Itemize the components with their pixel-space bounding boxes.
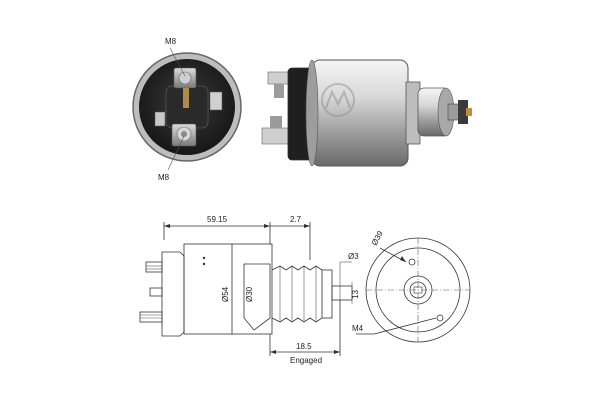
drawing-front-view: Ø39 M4: [352, 229, 471, 343]
spring-icon: [271, 265, 333, 323]
stud-bottom-icon: [139, 311, 163, 323]
stud-top-icon: [145, 261, 163, 273]
dim-plunger-travel: 18.5: [296, 342, 312, 351]
dim-boss-diameter: Ø30: [245, 286, 254, 302]
photo-side-view: [261, 59, 472, 167]
plunger-tip-icon: [458, 100, 472, 124]
dim-overall-length: 59.15: [207, 215, 228, 224]
callout-m8-top: M8: [165, 37, 177, 46]
dim-pin-length: 13: [351, 290, 360, 299]
terminal-bolt-top-icon: [173, 67, 197, 108]
photo-end-view: M8 M8: [132, 37, 242, 182]
mount-hole-top-icon: [408, 258, 416, 266]
callout-m8-bottom: M8: [158, 173, 170, 182]
dim-body-diameter: Ø54: [221, 286, 230, 302]
dim-mount-thread: M4: [352, 324, 364, 333]
dim-travel-note: Engaged: [290, 356, 322, 365]
side-terminal-bottom-icon: [261, 116, 289, 145]
drawing-side-view: 59.15 2.7 Ø54 Ø30: [139, 215, 360, 365]
dim-flange-diameter: Ø39: [370, 229, 385, 247]
brand-logo-icon: [321, 83, 355, 117]
spade-terminal-icon: [154, 91, 223, 127]
dim-offset: 2.7: [290, 215, 302, 224]
mount-hole-bottom-icon: [436, 314, 444, 322]
terminal-bolt-bottom-icon: [171, 123, 197, 147]
dim-pin-diameter: Ø3: [348, 252, 359, 261]
stud-mid-icon: [149, 287, 163, 297]
